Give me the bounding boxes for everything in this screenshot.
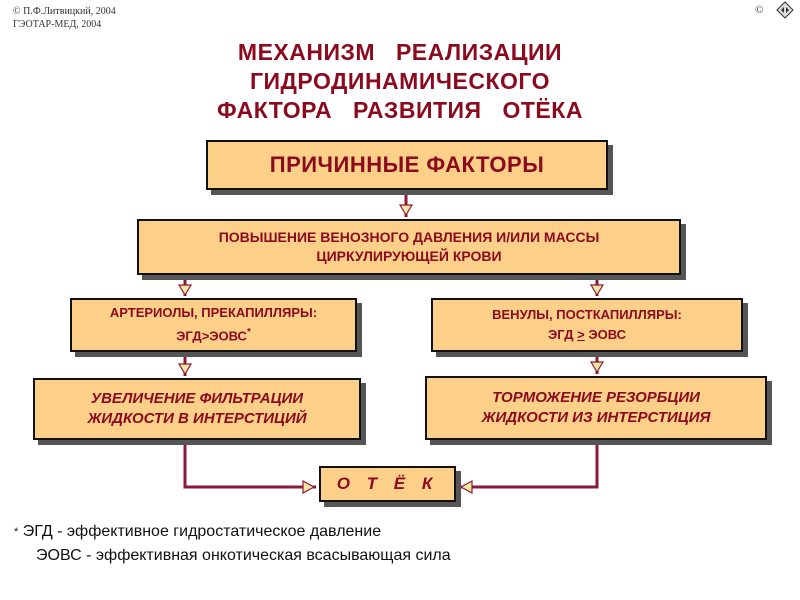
venules-line-1: ВЕНУЛЫ, ПОСТКАПИЛЛЯРЫ: [492,307,682,322]
venules-box: ВЕНУЛЫ, ПОСТКАПИЛЛЯРЫ: ЭГД > ЭОВС [431,298,743,352]
footnote-line-2: ЭОВС - эффективная онкотическая всасываю… [36,547,451,564]
resorption-line-1: ТОРМОЖЕНИЕ РЕЗОРБЦИИ [492,389,700,406]
arrow-head [177,363,193,376]
edema-label: О Т Ё К [336,474,439,493]
venous-pressure-box: ПОВЫШЕНИЕ ВЕНОЗНОГО ДАВЛЕНИЯ И/ИЛИ МАССЫ… [137,219,681,275]
resorption-box: ТОРМОЖЕНИЕ РЕЗОРБЦИИ ЖИДКОСТИ ИЗ ИНТЕРСТ… [425,376,767,440]
venules-line-2: ЭГД > ЭОВС [492,325,682,345]
copyright-line-1: © П.Ф.Литвицкий, 2004 [13,6,116,17]
arrow-head [589,284,605,297]
copyright-line-2: ГЭОТАР-МЕД, 2004 [13,19,102,30]
arterioles-line-1: АРТЕРИОЛЫ, ПРЕКАПИЛЛЯРЫ: [109,305,318,321]
arrow-head [459,479,473,495]
arrow-head [177,284,193,297]
arterioles-box: АРТЕРИОЛЫ, ПРЕКАПИЛЛЯРЫ: ЭГД>ЭОВС* [70,298,357,352]
copyright-symbol: © [755,4,764,16]
venules-formula-left: ЭГД [547,327,574,342]
venous-line-2: ЦИРКУЛИРУЮЩЕЙ КРОВИ [316,248,502,264]
causes-box: ПРИЧИННЫЕ ФАКТОРЫ [206,140,608,190]
causes-label: ПРИЧИННЫЕ ФАКТОРЫ [269,152,545,177]
title-line-1: МЕХАНИЗМ РЕАЛИЗАЦИИ [237,39,563,65]
navigation-diamond-icon[interactable] [776,1,794,19]
footnote: * ЭГД - эффективное гидростатическое дав… [14,520,451,568]
venules-formula-right: ЭОВС [588,327,627,342]
arterioles-line-2: ЭГД>ЭОВС* [110,323,317,346]
edema-box: О Т Ё К [319,466,456,502]
footnote-star: * [14,526,19,538]
copyright-notice: © П.Ф.Литвицкий, 2004 ГЭОТАР-МЕД, 2004 [13,5,116,31]
arterioles-footnote-star: * [246,327,251,339]
slide-title: МЕХАНИЗМ РЕАЛИЗАЦИИ ГИДРОДИНАМИЧЕСКОГО Ф… [140,38,660,125]
venous-line-1: ПОВЫШЕНИЕ ВЕНОЗНОГО ДАВЛЕНИЯ И/ИЛИ МАССЫ [218,229,600,245]
title-line-2: ГИДРОДИНАМИЧЕСКОГО [249,68,551,94]
title-line-3: ФАКТОРА РАЗВИТИЯ ОТЁКА [217,97,583,123]
arrow-head [589,361,605,374]
filtration-line-1: УВЕЛИЧЕНИЕ ФИЛЬТРАЦИИ [90,390,304,407]
footnote-egd: ЭГД - эффективное гидростатическое давле… [22,523,382,540]
arrow-head [398,204,414,217]
resorption-line-2: ЖИДКОСТИ ИЗ ИНТЕРСТИЦИЯ [481,409,711,426]
filtration-box: УВЕЛИЧЕНИЕ ФИЛЬТРАЦИИ ЖИДКОСТИ В ИНТЕРСТ… [33,378,361,440]
venules-formula-operator: > [577,327,585,342]
footnote-line-1: * ЭГД - эффективное гидростатическое дав… [14,520,451,544]
filtration-line-2: ЖИДКОСТИ В ИНТЕРСТИЦИЙ [87,410,307,427]
arterioles-formula: ЭГД>ЭОВС [176,328,247,344]
arrow-head [302,479,316,495]
